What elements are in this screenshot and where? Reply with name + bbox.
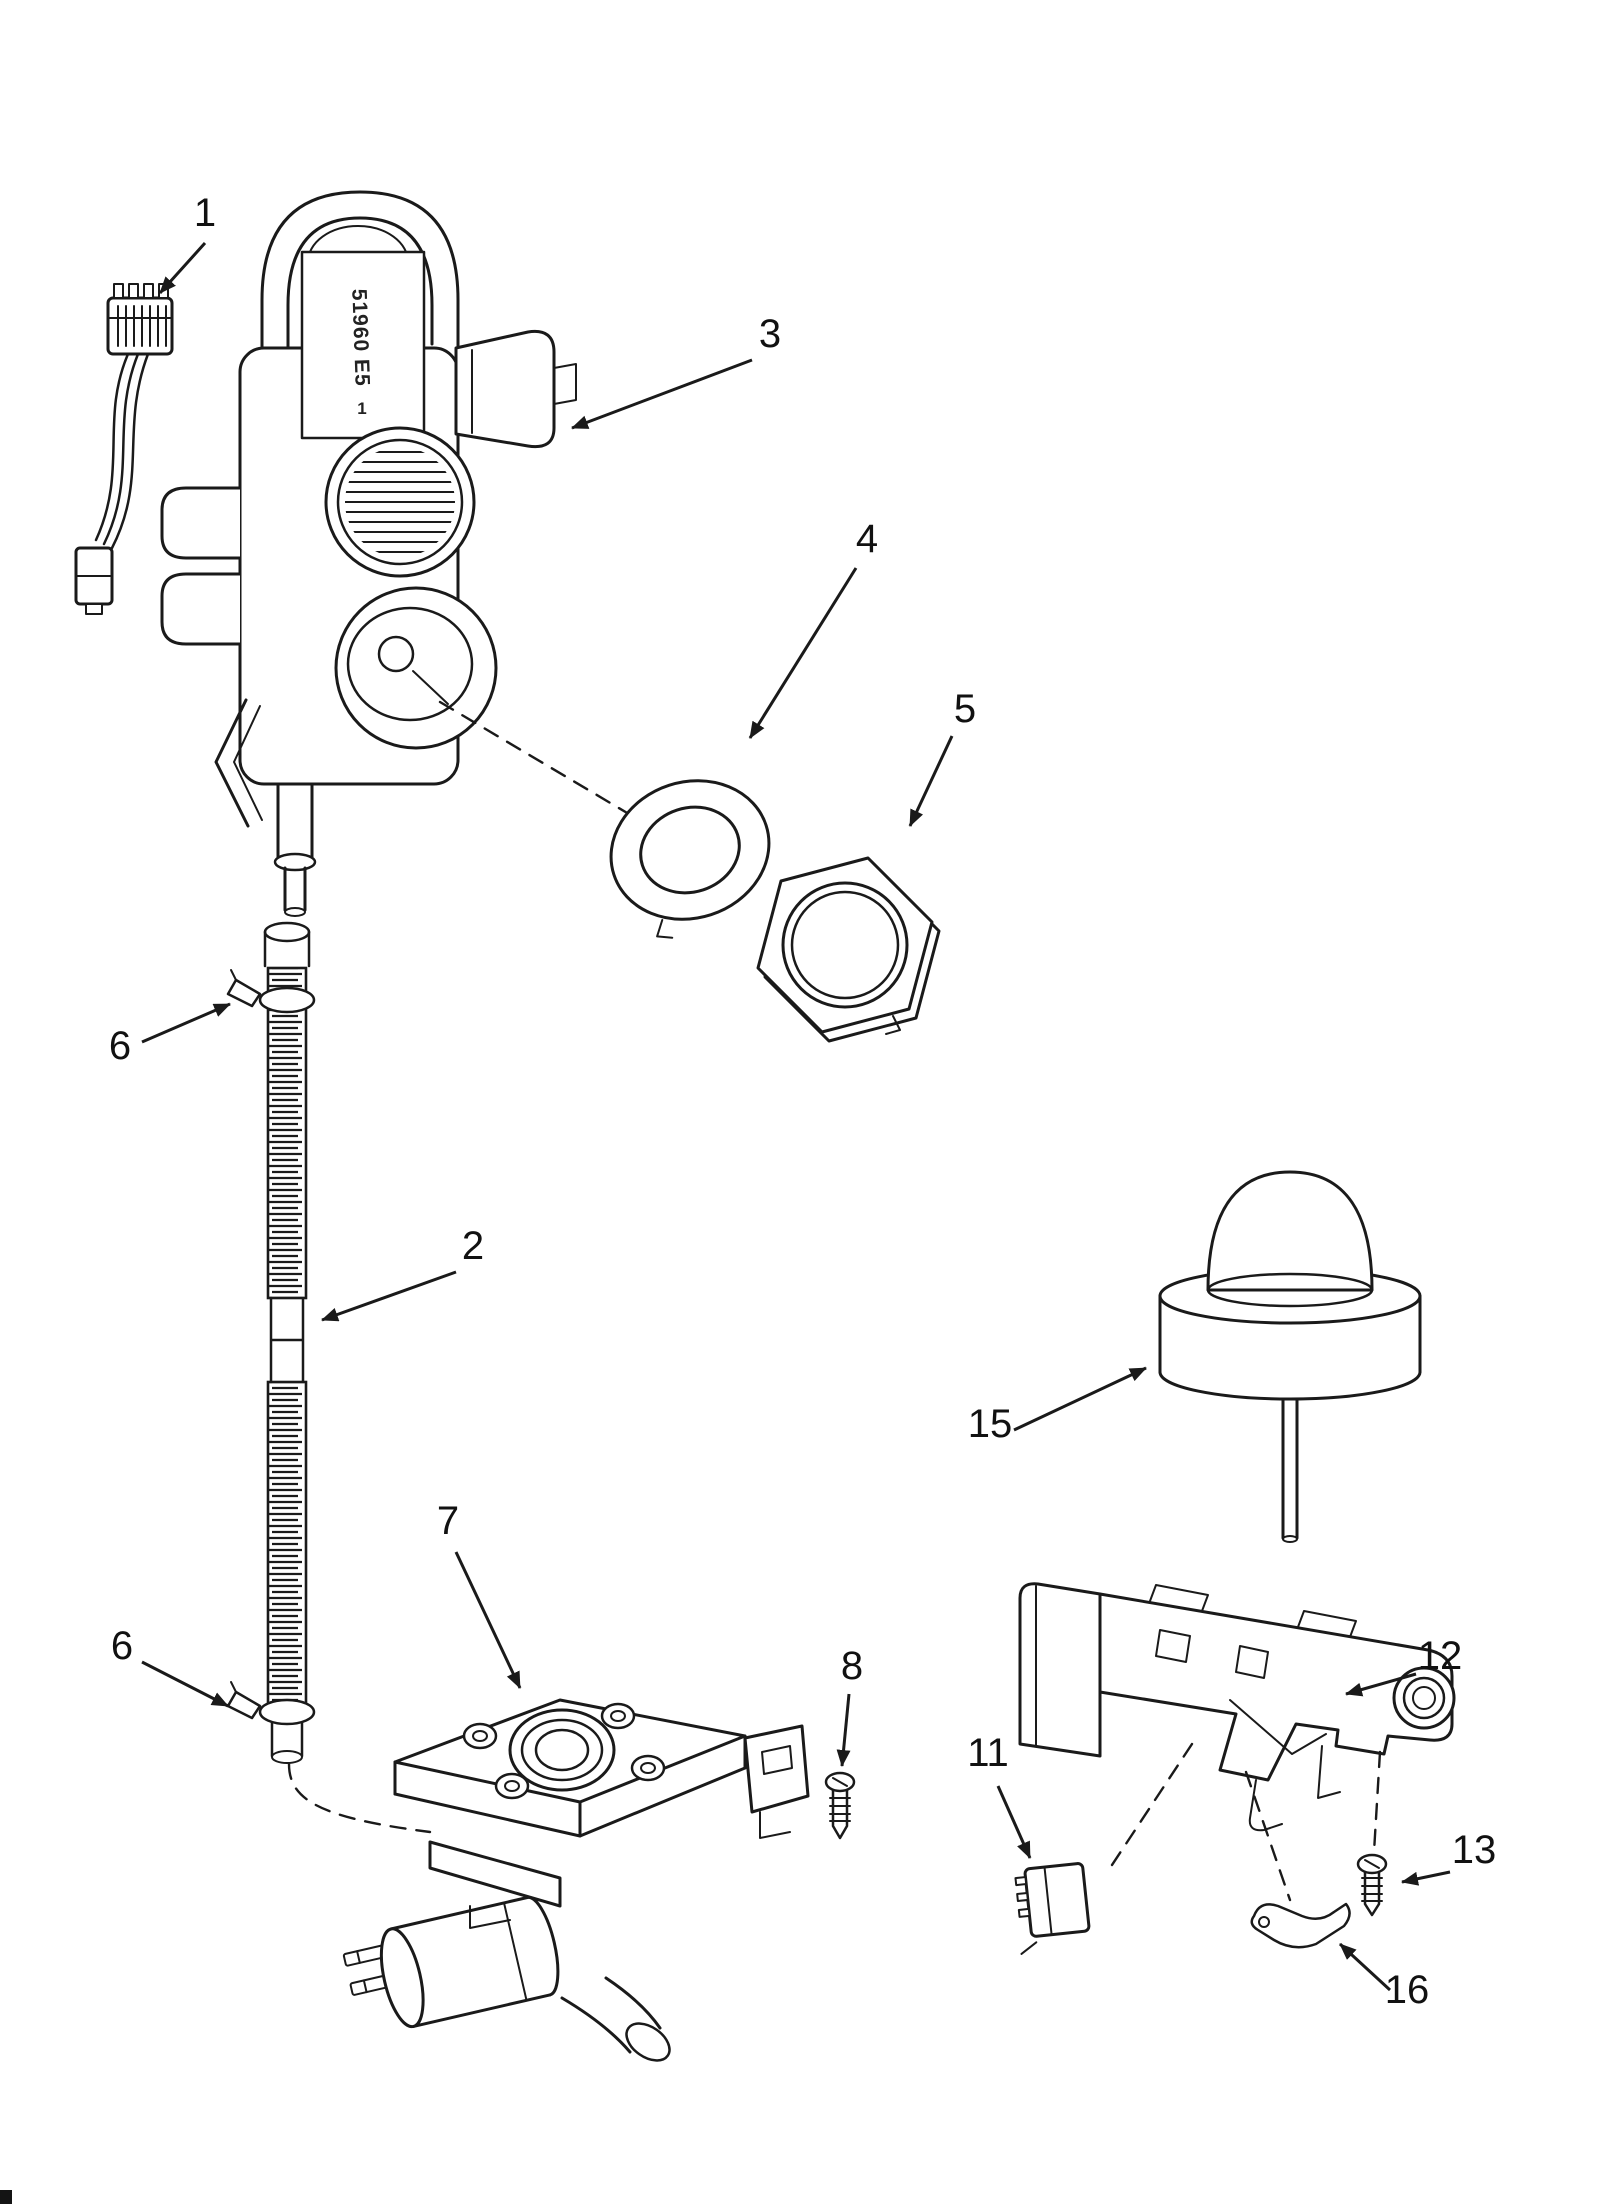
- callout-13-arrow: [1401, 1870, 1451, 1886]
- part-16-actuator-lever: [1250, 1902, 1351, 1949]
- callout-6-lower-label: 6: [111, 1624, 133, 1668]
- part-15-float: [1158, 1170, 1422, 1543]
- callout-2-label: 2: [462, 1224, 484, 1268]
- part-3-fill-funnel: 51960 E5 1: [160, 190, 668, 917]
- callout-6-upper-label: 6: [109, 1024, 131, 1068]
- callout-1-label: 1: [194, 191, 216, 235]
- callout-6-lower: 6: [111, 1624, 229, 1708]
- callout-1: 1: [158, 191, 216, 295]
- callout-4: 4: [748, 517, 878, 739]
- callout-13-label: 13: [1452, 1828, 1497, 1872]
- callout-13: 13: [1401, 1828, 1497, 1886]
- callout-11-arrow: [996, 1785, 1032, 1859]
- callout-15-label: 15: [968, 1402, 1013, 1446]
- callout-7-arrow: [454, 1551, 522, 1689]
- callout-7: 7: [437, 1499, 522, 1689]
- callout-4-arrow: [748, 567, 858, 739]
- part-6-clamp-lower: [226, 1681, 316, 1726]
- part-number-label: 51960 E5: [347, 288, 373, 387]
- callout-15-arrow: [1013, 1366, 1147, 1432]
- callout-3: 3: [571, 312, 781, 430]
- part-12-bracket: [1018, 1582, 1456, 1902]
- callout-2-arrow: [321, 1270, 457, 1322]
- callout-12: 12: [1345, 1634, 1463, 1697]
- callout-6-upper-arrow: [141, 1002, 231, 1044]
- part-7-inlet-valve: [342, 1698, 810, 2062]
- callout-8: 8: [836, 1644, 863, 1767]
- callout-1-arrow: [158, 241, 207, 295]
- scan-artifact: [0, 2190, 12, 2204]
- part-6-clamp-upper: [226, 969, 316, 1014]
- callout-6-lower-arrow: [141, 1660, 229, 1708]
- callout-15: 15: [968, 1366, 1147, 1446]
- callout-2: 2: [321, 1224, 484, 1322]
- part-5-seal-nut: [756, 856, 941, 1043]
- callout-16-label: 16: [1385, 1968, 1430, 2012]
- callout-5: 5: [908, 687, 976, 827]
- part-11-float-switch: [1014, 1862, 1091, 1955]
- callout-8-label: 8: [841, 1644, 863, 1688]
- part-8-screw: [824, 1771, 856, 1840]
- part-13-screw: [1356, 1853, 1388, 1917]
- callout-3-label: 3: [759, 312, 781, 356]
- callout-7-label: 7: [437, 1499, 459, 1543]
- callout-4-label: 4: [856, 517, 878, 561]
- part-2-fill-hose: [263, 921, 432, 1834]
- callout-16: 16: [1338, 1942, 1430, 2012]
- callout-11-label: 11: [967, 1731, 1009, 1775]
- callout-3-arrow: [571, 358, 753, 430]
- callout-8-arrow: [836, 1693, 851, 1767]
- callout-12-label: 12: [1418, 1634, 1463, 1678]
- part-1-wire-harness: [74, 283, 174, 615]
- part-number-sub-label: 1: [357, 399, 366, 418]
- callout-6-upper: 6: [109, 1002, 231, 1068]
- callout-5-label: 5: [954, 687, 976, 731]
- callout-12-arrow: [1345, 1672, 1417, 1697]
- part-4-gasket-ring: [609, 779, 771, 939]
- callout-5-arrow: [908, 735, 954, 827]
- callout-11: 11: [967, 1731, 1032, 1859]
- callout-16-arrow: [1338, 1942, 1392, 1992]
